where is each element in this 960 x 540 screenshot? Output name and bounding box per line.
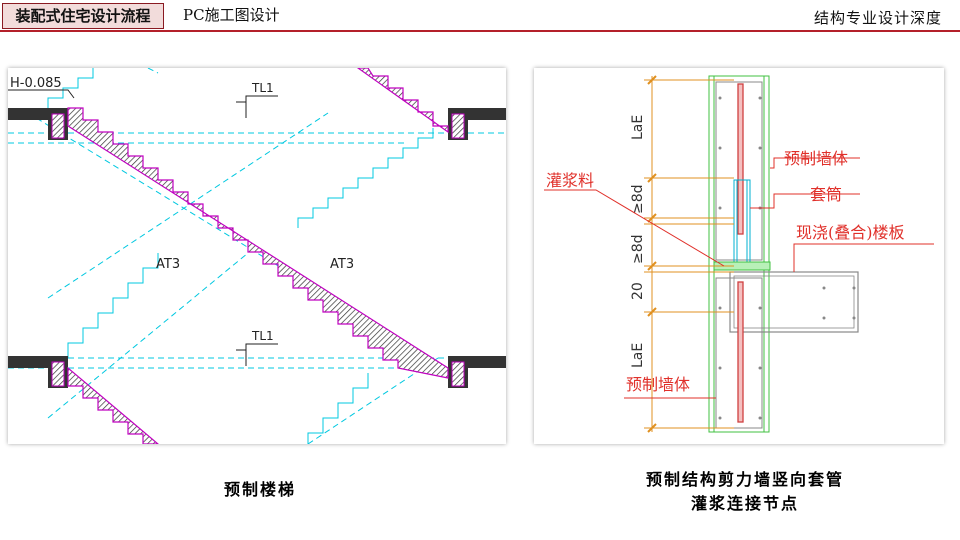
dim-8d-bottom: ≥8d <box>630 234 646 264</box>
caption-grout-node-line1: 预制结构剪力墙竖向套管 <box>645 470 844 489</box>
label-sleeve: 套筒 <box>810 185 842 204</box>
rebar <box>737 83 744 423</box>
beam-mark-top <box>236 95 278 118</box>
caption-grout-node-line2: 灌浆连接节点 <box>690 494 799 513</box>
dim-8d-top: ≥8d <box>630 184 646 214</box>
cast-slab <box>729 271 859 333</box>
header-divider <box>0 30 960 32</box>
wall-outline <box>708 75 770 433</box>
header-bar: 装配式住宅设计流程 PC施工图设计 结构专业设计深度 <box>0 0 960 32</box>
dim-lae-bottom: LaE <box>630 343 646 368</box>
caption-precast-stair: 预制楼梯 <box>223 480 296 499</box>
leader-lines <box>544 157 934 399</box>
flight-label-left: AT3 <box>156 257 180 272</box>
dim-20: 20 <box>630 282 646 300</box>
beam-label-bottom: TL1 <box>251 329 274 343</box>
precast-flight-main <box>67 68 449 444</box>
label-grout: 灌浆料 <box>546 171 594 190</box>
landing-slabs <box>8 108 506 388</box>
dim-lae-top: LaE <box>630 115 646 140</box>
grout-sleeve-node-drawing: LaE ≥8d ≥8d 20 LaE 灌浆料 预制墙体 套筒 现浇(叠合)楼板 … <box>534 68 944 444</box>
precast-stair-drawing: H-0.085 TL1 TL1 AT3 AT3 <box>8 68 506 444</box>
label-cast-slab: 现浇(叠合)楼板 <box>796 223 905 242</box>
dimension-chain <box>644 76 734 432</box>
level-label: H-0.085 <box>10 76 62 91</box>
beam-label-top: TL1 <box>251 81 274 95</box>
beam-mark-bottom <box>236 343 278 366</box>
dimension-ticks <box>647 75 657 433</box>
section-title: 结构专业设计深度 <box>813 9 942 27</box>
tab-pc-construction-drawing[interactable]: PC施工图设计 <box>183 6 280 24</box>
label-precast-wall-top: 预制墙体 <box>784 149 848 168</box>
tab-prefab-housing-design-flow[interactable]: 装配式住宅设计流程 <box>2 3 164 29</box>
label-precast-wall-bottom: 预制墙体 <box>626 375 690 394</box>
level-mark: H-0.085 <box>8 76 75 99</box>
precast-wall-upper <box>715 81 763 261</box>
hidden-steps <box>47 68 434 444</box>
flight-label-right: AT3 <box>330 257 354 272</box>
precast-wall-lower <box>715 277 763 429</box>
